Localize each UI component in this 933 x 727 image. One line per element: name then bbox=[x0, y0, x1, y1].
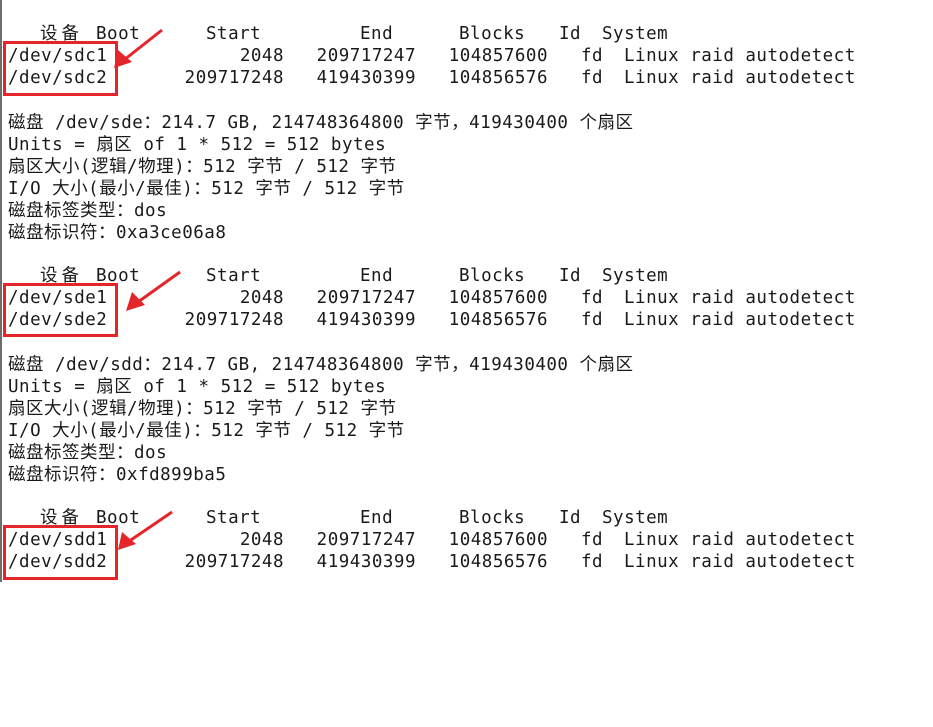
partition-end: 419430399 bbox=[316, 310, 416, 330]
partition-blocks: 104857600 bbox=[448, 288, 548, 308]
partition-start: 2048 bbox=[239, 46, 284, 66]
partition-end: 209717247 bbox=[316, 530, 416, 550]
partition-id: fd bbox=[581, 310, 604, 330]
partition-start: 209717248 bbox=[184, 310, 284, 330]
disk-info-size: 磁盘 /dev/sde：214.7 GB, 214748364800 字节，41… bbox=[8, 113, 634, 133]
header-blocks: Blocks bbox=[459, 24, 526, 44]
disk-info-label-type: 磁盘标签类型：dos bbox=[8, 201, 168, 221]
partition-blocks: 104856576 bbox=[448, 310, 548, 330]
partition-system: Linux raid autodetect bbox=[624, 552, 856, 572]
partition-row: /dev/sdd1 2048 209717247 104857600 fd Li… bbox=[8, 529, 855, 551]
partition-device: /dev/sdc1 bbox=[8, 46, 108, 66]
header-id: Id bbox=[559, 508, 582, 528]
partition-device: /dev/sdc2 bbox=[8, 68, 108, 88]
disk-info-units: Units = 扇区 of 1 * 512 = 512 bytes bbox=[8, 377, 387, 397]
header-id: Id bbox=[559, 24, 582, 44]
disk-info-sector-size: 扇区大小(逻辑/物理)：512 字节 / 512 字节 bbox=[8, 157, 397, 177]
partition-row: /dev/sde2 209717248 419430399 104856576 … bbox=[8, 309, 855, 331]
partition-start: 2048 bbox=[239, 530, 284, 550]
disk-info-size: 磁盘 /dev/sdd：214.7 GB, 214748364800 字节，41… bbox=[8, 355, 634, 375]
header-end: End bbox=[360, 266, 394, 286]
partition-end: 209717247 bbox=[316, 46, 416, 66]
header-start: Start bbox=[206, 24, 262, 44]
partition-id: fd bbox=[581, 530, 604, 550]
partition-blocks: 104856576 bbox=[448, 552, 548, 572]
window-left-border bbox=[0, 0, 2, 582]
disk-info-sector-size: 扇区大小(逻辑/物理)：512 字节 / 512 字节 bbox=[8, 399, 397, 419]
partition-blocks: 104857600 bbox=[448, 530, 548, 550]
header-system: System bbox=[602, 24, 669, 44]
partition-row: /dev/sdd2 209717248 419430399 104856576 … bbox=[8, 551, 855, 573]
partition-table-header: 设备 Boot Start End Blocks Id System bbox=[8, 265, 668, 287]
partition-device: /dev/sdd1 bbox=[8, 530, 108, 550]
partition-blocks: 104857600 bbox=[448, 46, 548, 66]
partition-id: fd bbox=[581, 68, 604, 88]
partition-device: /dev/sde2 bbox=[8, 310, 108, 330]
partition-system: Linux raid autodetect bbox=[624, 288, 856, 308]
disk-info-io-size: I/O 大小(最小/最佳)：512 字节 / 512 字节 bbox=[8, 421, 405, 441]
header-end: End bbox=[360, 24, 394, 44]
header-start: Start bbox=[206, 508, 262, 528]
header-start: Start bbox=[206, 266, 262, 286]
header-blocks: Blocks bbox=[459, 508, 526, 528]
header-device: 设备 bbox=[40, 266, 83, 286]
partition-end: 419430399 bbox=[316, 68, 416, 88]
partition-start: 2048 bbox=[239, 288, 284, 308]
partition-row: /dev/sdc2 209717248 419430399 104856576 … bbox=[8, 67, 855, 89]
partition-id: fd bbox=[581, 46, 604, 66]
disk-info-identifier: 磁盘标识符：0xa3ce06a8 bbox=[8, 223, 227, 243]
partition-id: fd bbox=[581, 288, 604, 308]
terminal-output: 设备 Boot Start End Blocks Id System /dev/… bbox=[0, 0, 855, 582]
partition-id: fd bbox=[581, 552, 604, 572]
partition-system: Linux raid autodetect bbox=[624, 46, 856, 66]
partition-start: 209717248 bbox=[184, 68, 284, 88]
header-device: 设备 bbox=[40, 24, 83, 44]
header-system: System bbox=[602, 266, 669, 286]
partition-device: /dev/sde1 bbox=[8, 288, 108, 308]
header-device: 设备 bbox=[40, 508, 83, 528]
partition-row: /dev/sdc1 2048 209717247 104857600 fd Li… bbox=[8, 45, 855, 67]
header-boot: Boot bbox=[96, 266, 141, 286]
highlight-box-sdd bbox=[3, 525, 118, 580]
header-end: End bbox=[360, 508, 394, 528]
partition-system: Linux raid autodetect bbox=[624, 68, 856, 88]
partition-end: 419430399 bbox=[316, 552, 416, 572]
header-id: Id bbox=[559, 266, 582, 286]
partition-system: Linux raid autodetect bbox=[624, 310, 856, 330]
disk-info-units: Units = 扇区 of 1 * 512 = 512 bytes bbox=[8, 135, 387, 155]
partition-start: 209717248 bbox=[184, 552, 284, 572]
highlight-box-sdc bbox=[3, 41, 118, 96]
header-blocks: Blocks bbox=[459, 266, 526, 286]
partition-end: 209717247 bbox=[316, 288, 416, 308]
partition-blocks: 104856576 bbox=[448, 68, 548, 88]
partition-device: /dev/sdd2 bbox=[8, 552, 108, 572]
disk-info-io-size: I/O 大小(最小/最佳)：512 字节 / 512 字节 bbox=[8, 179, 405, 199]
partition-row: /dev/sde1 2048 209717247 104857600 fd Li… bbox=[8, 287, 855, 309]
partition-system: Linux raid autodetect bbox=[624, 530, 856, 550]
disk-info-label-type: 磁盘标签类型：dos bbox=[8, 443, 168, 463]
highlight-box-sde bbox=[3, 283, 118, 337]
header-system: System bbox=[602, 508, 669, 528]
disk-info-identifier: 磁盘标识符：0xfd899ba5 bbox=[8, 465, 227, 485]
